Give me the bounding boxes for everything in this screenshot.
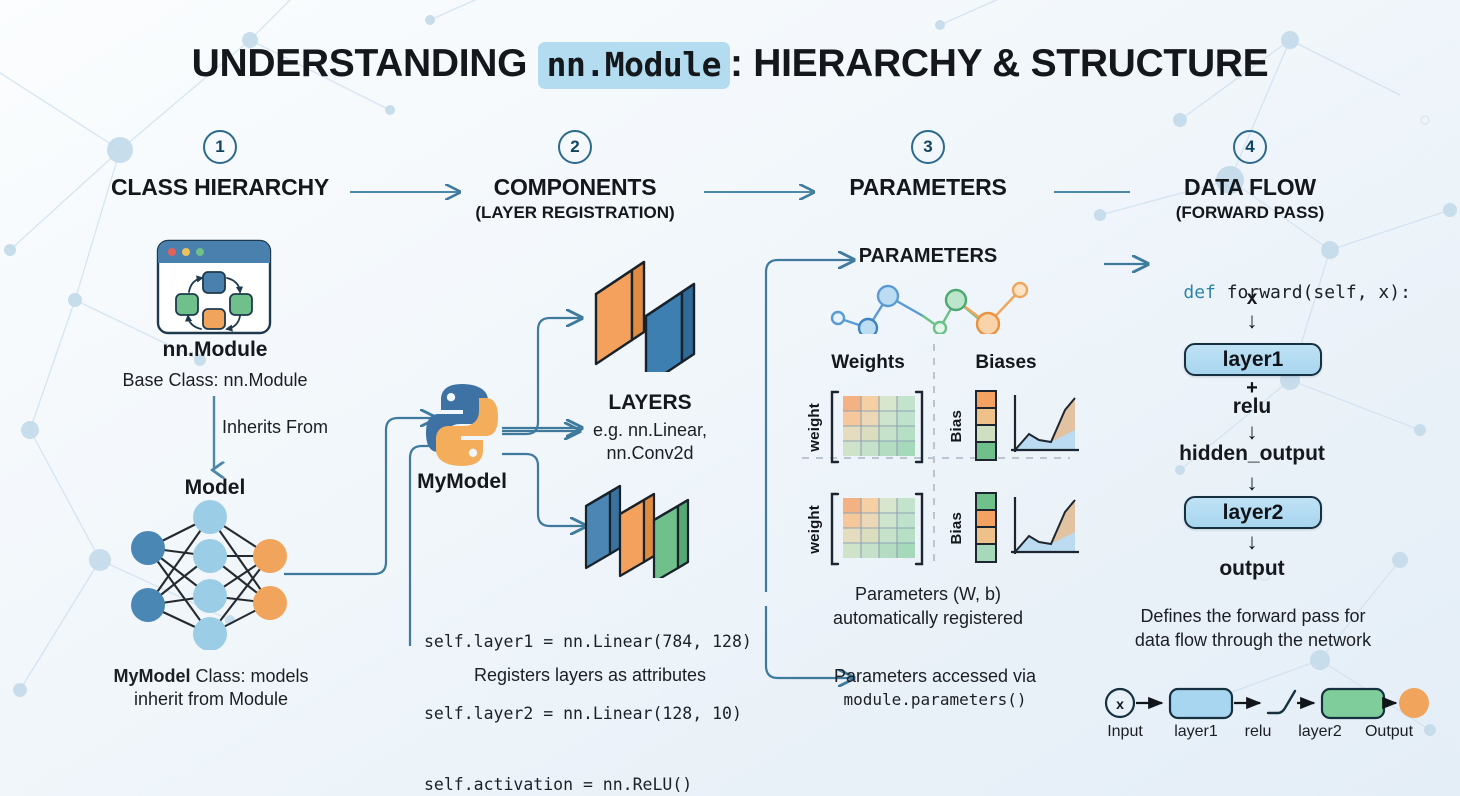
weight-matrix-label-2: weight (806, 504, 823, 554)
flow-hidden-output: hidden_output (1179, 442, 1325, 465)
bias-label-2: Bias (948, 511, 965, 545)
bias-label-1: Bias (948, 409, 965, 443)
weight-matrix-cell-1: weight (806, 388, 925, 466)
parameters-caption-line1: Parameters (W, b) (854, 584, 1002, 604)
flow-arrow-4: ↓ (1246, 529, 1258, 554)
step-badge-4: 4 (1233, 130, 1267, 164)
parameters-caption-line2: automatically registered (832, 608, 1024, 628)
code-line-2: self.layer2 = nn.Linear(128, 10) (424, 703, 742, 723)
step-title-4: DATA FLOW (1184, 174, 1316, 200)
bias-vector-graphic-1 (975, 390, 997, 461)
flow-arrow-1: ↓ (1246, 308, 1258, 333)
layers-sub-line2: nn.Conv2d (606, 443, 694, 463)
parameters-heading: PARAMETERS (858, 245, 998, 267)
network-caption: MyModel Class: models inherit from Modul… (80, 665, 342, 712)
pipeline-caption-relu: relu (1244, 723, 1272, 740)
step-connector-arrows (350, 175, 1130, 209)
flow-box-layer1-label: layer1 (1222, 347, 1284, 371)
pipeline-caption-output: Output (1364, 723, 1414, 740)
flow-relu-label: relu (1232, 395, 1272, 418)
weight-matrix-label-1: weight (806, 402, 823, 452)
network-caption-line2: inherit from Module (133, 689, 289, 710)
flow-arrow-2: ↓ (1246, 419, 1258, 444)
step-badge-3: 3 (911, 130, 945, 164)
step-header-4: 4 DATA FLOW (FORWARD PASS) (1128, 130, 1372, 223)
step-title-1: CLASS HIERARCHY (110, 174, 330, 200)
step-subtitle-4: (FORWARD PASS) (1175, 203, 1325, 222)
pipeline-caption-layer2: layer2 (1298, 723, 1342, 740)
flow-input-x: x (1246, 288, 1258, 309)
weight-matrix-graphic-1 (830, 390, 924, 464)
title-highlight-nnmodule: nn.Module (537, 42, 730, 89)
python-logo-icon (426, 384, 498, 466)
pipeline-strip-graphic: x (1104, 687, 1429, 720)
network-caption-bold: MyModel (113, 666, 191, 686)
parameters-access-line2: module.parameters() (843, 690, 1027, 709)
title-before: UNDERSTANDING (191, 42, 538, 85)
step-badge-1: 1 (203, 130, 237, 164)
pipeline-caption-layer1: layer1 (1174, 723, 1218, 740)
flow-output: output (1219, 557, 1285, 580)
weight-matrix-cell-2: weight (806, 490, 925, 568)
step-badge-2: 2 (558, 130, 592, 164)
dataflow-caption-line2: data flow through the network (1134, 630, 1372, 650)
nn-module-window-icon (156, 239, 272, 335)
parameters-access-line1: Parameters accessed via (833, 666, 1037, 686)
code-line-3: self.activation = nn.ReLU() (424, 775, 693, 795)
base-class-text: Base Class: nn.Module (122, 370, 308, 390)
pipeline-caption-input: Input (1107, 723, 1143, 740)
bias-vector-graphic-2 (975, 492, 997, 563)
layers-plane-stack-top (594, 260, 696, 372)
flow-box-layer2-label: layer2 (1222, 500, 1284, 524)
parameters-sparkline-graphic (830, 281, 1029, 334)
nn-module-label: nn.Module (162, 338, 268, 361)
step-header-1: 1 CLASS HIERARCHY (98, 130, 342, 201)
network-caption-rest: Class: models (190, 666, 309, 686)
flow-box-layer2[interactable]: layer2 (1184, 496, 1322, 529)
page-title: UNDERSTANDING nn.Module: HIERARCHY & STR… (0, 42, 1460, 89)
layers-title: LAYERS (608, 391, 692, 414)
flow-arrow-3: ↓ (1246, 470, 1258, 495)
layer-registration-code: self.layer1 = nn.Linear(784, 128) self.l… (424, 582, 752, 796)
flow-box-layer1[interactable]: layer1 (1184, 343, 1322, 376)
code-caption: Registers layers as attributes (473, 665, 707, 685)
svg-text:x: x (1116, 696, 1124, 712)
layers-sub-line1: e.g. nn.Linear, (592, 420, 708, 440)
title-after: : HIERARCHY & STRUCTURE (729, 42, 1269, 85)
weight-matrix-graphic-2 (830, 492, 924, 566)
dataflow-caption-line1: Defines the forward pass for (1140, 606, 1366, 626)
code-line-1: self.layer1 = nn.Linear(784, 128) (424, 631, 752, 651)
layers-plane-stack-bottom (584, 484, 690, 578)
